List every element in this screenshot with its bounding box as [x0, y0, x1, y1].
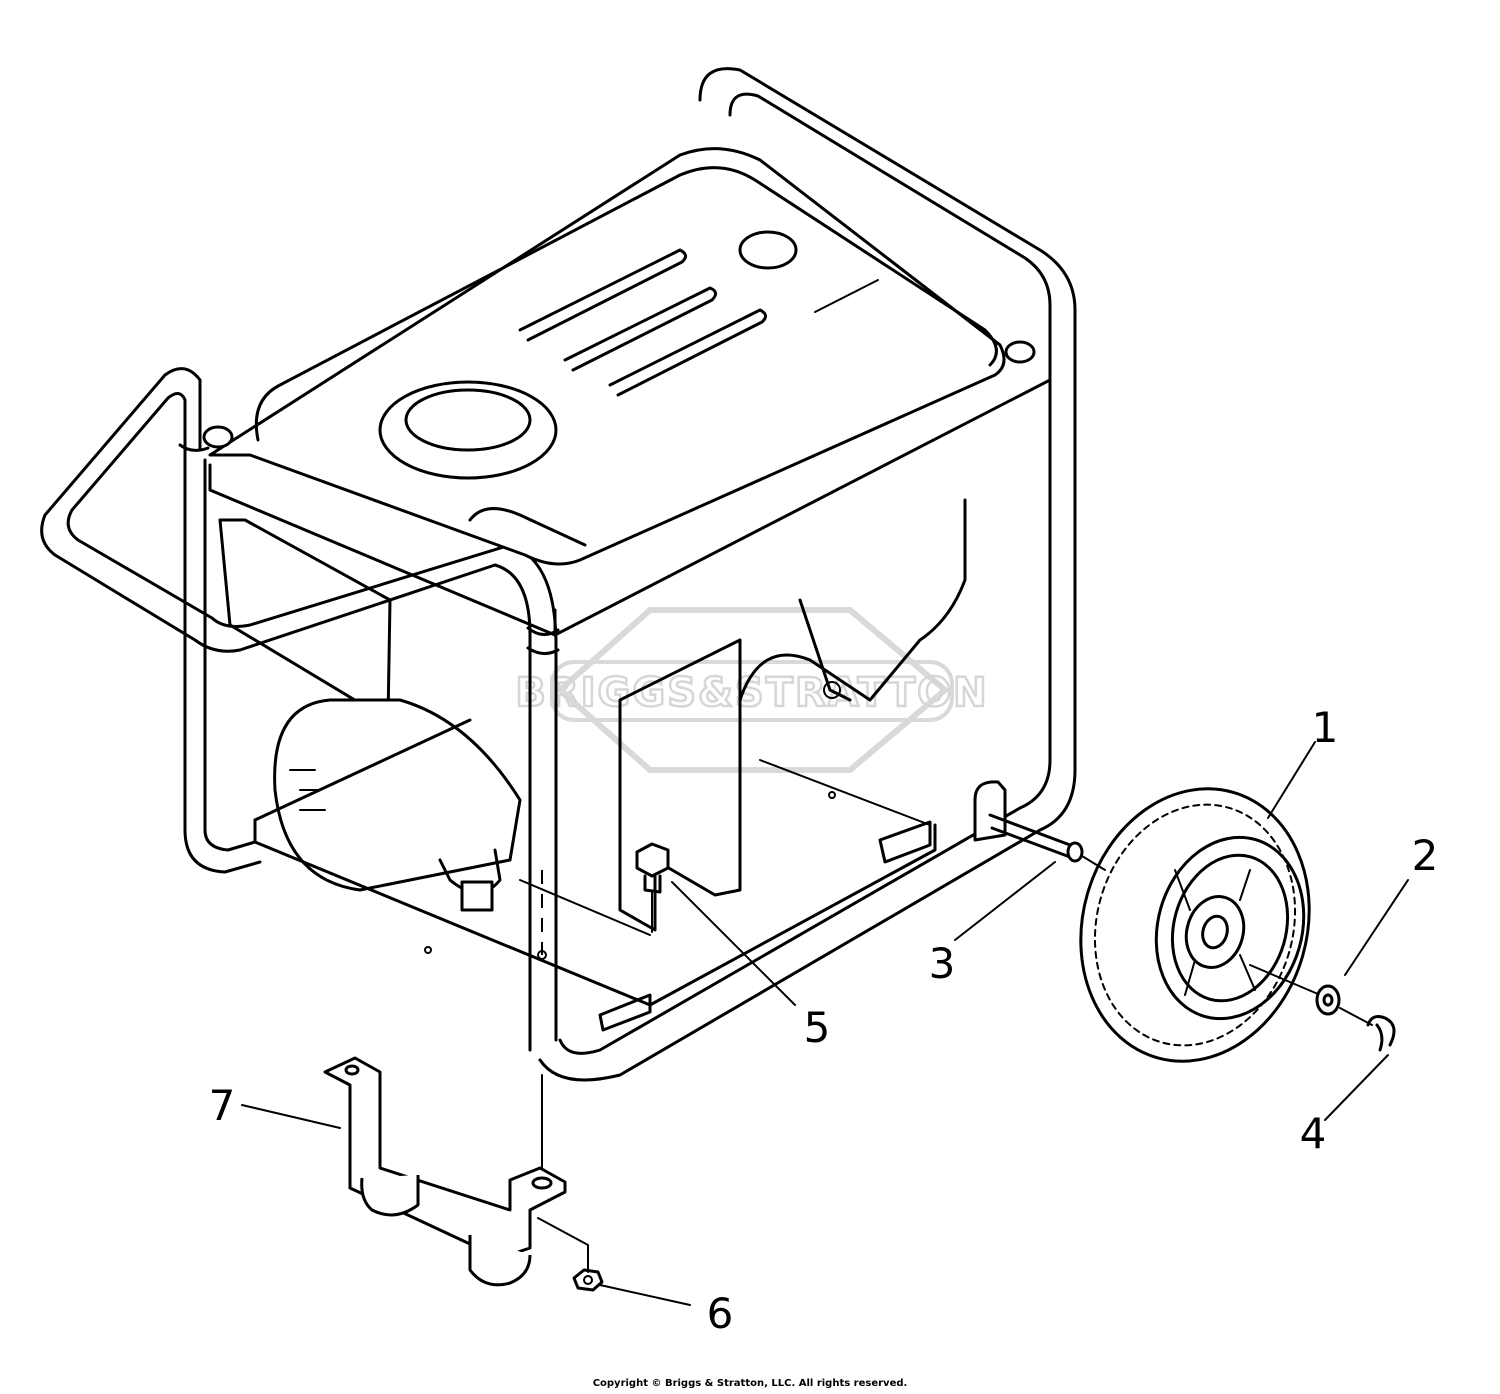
- leader-lines: [241, 741, 1409, 1306]
- callout-4: 4: [1300, 1109, 1327, 1158]
- assembly-line-washer: [1249, 964, 1373, 1026]
- callout-6: 6: [707, 1289, 734, 1338]
- callout-5: 5: [804, 1003, 831, 1052]
- leader-line-4: [1324, 1054, 1389, 1121]
- leader-line-2: [1344, 879, 1409, 976]
- leader-line-5: [671, 881, 796, 1006]
- nut: [572, 1268, 604, 1292]
- engine-body: [208, 363, 1052, 932]
- assembly-line-axle: [1081, 855, 1106, 871]
- assembly-line-nut: [537, 1217, 589, 1273]
- leader-line-1: [1267, 741, 1316, 819]
- callout-1: 1: [1312, 703, 1339, 752]
- e-clip: [1366, 1015, 1396, 1052]
- fuel-tank: [202, 147, 1036, 566]
- wheel: [1079, 787, 1311, 1063]
- base-plate: [253, 718, 937, 1032]
- callouts: 1 2 3 4 5 6 7: [209, 703, 1439, 1338]
- axle: [973, 780, 1084, 863]
- watermark-logo: BRIGGS&STRATTON: [514, 607, 988, 773]
- frame: [40, 67, 1077, 1082]
- copyright-notice: Copyright © Briggs & Stratton, LLC. All …: [592, 1378, 908, 1389]
- bolt: [635, 842, 670, 933]
- callout-2: 2: [1412, 831, 1439, 880]
- leader-line-6: [599, 1284, 691, 1306]
- washer: [1315, 984, 1341, 1016]
- leader-line-7: [241, 1104, 341, 1129]
- leader-line-3: [954, 861, 1056, 941]
- callout-7: 7: [209, 1081, 236, 1130]
- mounting-bracket: [323, 1056, 567, 1287]
- callout-3: 3: [929, 939, 956, 988]
